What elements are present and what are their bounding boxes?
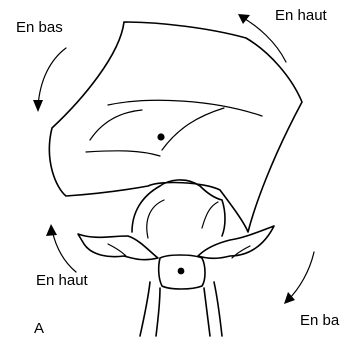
body-inner-curve-lower bbox=[86, 151, 160, 156]
transverse-process-left bbox=[78, 234, 158, 260]
articular-process-right bbox=[204, 288, 210, 336]
rotation-arrow-top-left bbox=[38, 48, 66, 106]
rotation-arrow-bottom-left-head bbox=[46, 224, 57, 236]
rotation-arrow-bottom-left bbox=[52, 230, 76, 272]
label-rotation-down-bottom-right: En ba bbox=[300, 313, 339, 329]
lamina-left-notch bbox=[108, 244, 126, 256]
rotation-arrow-top-left-head bbox=[33, 100, 43, 112]
body-inner-curve-left bbox=[90, 110, 142, 140]
pedicle-right bbox=[202, 202, 218, 228]
label-rotation-up-top-right: En haut bbox=[275, 8, 327, 24]
rotation-arrow-top-right-head bbox=[238, 14, 250, 24]
panel-label: A bbox=[34, 321, 44, 337]
body-inner-curve-upper bbox=[108, 100, 262, 116]
vertebral-body-outline bbox=[49, 22, 302, 232]
spinal-canal-dot bbox=[178, 268, 185, 275]
rotation-arrow-bottom-right bbox=[288, 252, 314, 300]
pedicle-left bbox=[147, 200, 164, 238]
articular-process-left-inner bbox=[156, 288, 160, 336]
articular-process-left bbox=[140, 282, 150, 336]
label-rotation-down-top-left: En bas bbox=[16, 20, 63, 36]
label-rotation-up-bottom-left: En haut bbox=[36, 273, 88, 289]
rotation-center-dot bbox=[157, 133, 164, 140]
articular-process-right-inner bbox=[214, 282, 222, 336]
transverse-process-right bbox=[198, 226, 274, 258]
body-inner-curve-center bbox=[162, 108, 224, 150]
